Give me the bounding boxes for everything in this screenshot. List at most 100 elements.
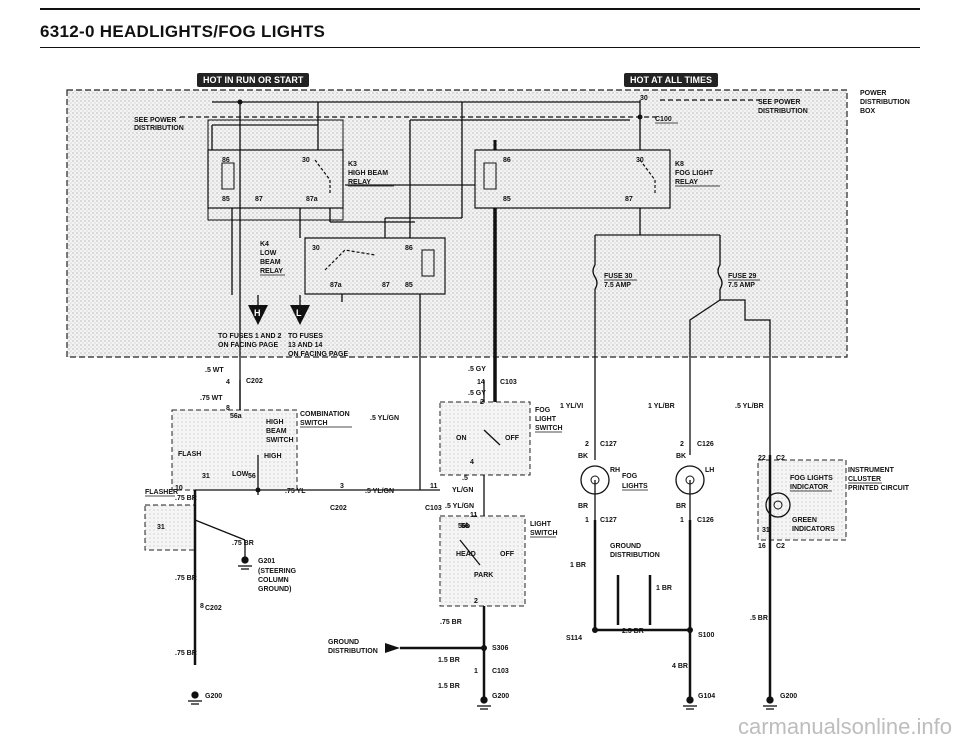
k8-pin-30: 30 bbox=[636, 157, 644, 164]
green: GREEN bbox=[792, 517, 817, 524]
see-power-right-1: SEE POWER bbox=[758, 99, 800, 106]
wire-1br-b: 1 BR bbox=[656, 585, 672, 592]
combo-2: SWITCH bbox=[300, 420, 328, 427]
hbs-2: BEAM bbox=[266, 428, 287, 435]
c103-a: C103 bbox=[500, 379, 517, 386]
pin-16: 16 bbox=[758, 543, 766, 550]
fog-light-lh bbox=[675, 465, 705, 495]
wire-4br: 4 BR bbox=[672, 663, 688, 670]
to-fuses-l-1: TO FUSES bbox=[288, 333, 323, 340]
k3-pin-30: 30 bbox=[302, 157, 310, 164]
g201-1: G201 bbox=[258, 558, 275, 565]
wire-25br: 2.5 BR bbox=[622, 628, 644, 635]
pin-1a: 1 bbox=[474, 668, 478, 675]
flash: FLASH bbox=[178, 451, 201, 458]
fuse30-label-1: FUSE 30 bbox=[604, 273, 633, 280]
c103-b: C103 bbox=[425, 505, 442, 512]
see-power-left-1: SEE POWER bbox=[134, 117, 176, 124]
c202-a: C202 bbox=[246, 378, 263, 385]
c202-c: C202 bbox=[205, 605, 222, 612]
pin-11b: 11 bbox=[470, 512, 478, 519]
ground-distribution-arrow bbox=[385, 643, 400, 653]
k3-high-beam-relay bbox=[207, 119, 344, 221]
l-letter: L bbox=[296, 308, 302, 318]
fogsw-1: FOG bbox=[535, 407, 551, 414]
title-rule bbox=[40, 47, 920, 48]
s114: S114 bbox=[566, 635, 582, 642]
watermark: carmanualsonline.info bbox=[737, 714, 952, 739]
k4-pin-85: 85 bbox=[405, 282, 413, 289]
wire-5gy-a: .5 GY bbox=[468, 366, 486, 373]
k8-fog-light-relay bbox=[474, 149, 671, 209]
ic-1: INSTRUMENT bbox=[848, 467, 895, 474]
pin-3: 3 bbox=[340, 483, 344, 490]
k8-label-1: K8 bbox=[675, 161, 684, 168]
k8-pin-86: 86 bbox=[503, 157, 511, 164]
pin-2b: 2 bbox=[474, 598, 478, 605]
label-underlines bbox=[145, 122, 882, 538]
fog-lights-2: LIGHTS bbox=[622, 483, 648, 490]
c126-b: C126 bbox=[697, 517, 714, 524]
pin-31b: 31 bbox=[157, 524, 165, 531]
bk-r: BK bbox=[676, 453, 686, 460]
pin-31c: 31 bbox=[762, 527, 770, 534]
k4-label-2: LOW bbox=[260, 250, 277, 257]
c2-a: C2 bbox=[776, 455, 785, 462]
k8-label-3: RELAY bbox=[675, 179, 698, 186]
pdb-label-1: POWER bbox=[860, 90, 886, 97]
k8-label-2: FOG LIGHT bbox=[675, 170, 714, 177]
pin-2d: 2 bbox=[680, 441, 684, 448]
to-fuses-h-1: TO FUSES 1 AND 2 bbox=[218, 333, 282, 340]
g200-b: G200 bbox=[492, 693, 509, 700]
pin-56-light: 56 bbox=[461, 523, 469, 530]
c2-b: C2 bbox=[776, 543, 785, 550]
fuse29-label-2: 7.5 AMP bbox=[728, 282, 755, 289]
park: PARK bbox=[474, 572, 493, 579]
fli-1: FOG LIGHTS bbox=[790, 475, 833, 482]
fog-light-rh bbox=[580, 465, 610, 495]
rh: RH bbox=[610, 467, 620, 474]
wire-5ylbr: .5 YL/BR bbox=[735, 403, 764, 410]
wire-5ylgn-c: .5 bbox=[462, 475, 468, 482]
wire-75br-e: .75 BR bbox=[440, 619, 462, 626]
g200-c: G200 bbox=[780, 693, 797, 700]
g201-4: GROUND) bbox=[258, 586, 291, 593]
see-power-right-2: DISTRIBUTION bbox=[758, 108, 808, 115]
wire-1ylbr: 1 YL/BR bbox=[648, 403, 675, 410]
bk-l: BK bbox=[578, 453, 588, 460]
c126-a: C126 bbox=[697, 441, 714, 448]
flasher-box bbox=[144, 504, 196, 551]
fogsw-2: LIGHT bbox=[535, 416, 557, 423]
wire-5gy-b: .5 GY bbox=[468, 390, 486, 397]
pin-1b: 1 bbox=[585, 517, 589, 524]
k4-label-4: RELAY bbox=[260, 268, 283, 275]
top-rule bbox=[40, 8, 920, 10]
pdb-label-2: DISTRIBUTION bbox=[860, 99, 910, 106]
k3-pin-86: 86 bbox=[222, 157, 230, 164]
wire-5ylgn-e: .5 YL/GN bbox=[445, 503, 474, 510]
fog-light-switch-box bbox=[439, 401, 531, 476]
fli-2: INDICATOR bbox=[790, 484, 828, 491]
fuse30-label-2: 7.5 AMP bbox=[604, 282, 631, 289]
k8-pin-87: 87 bbox=[625, 196, 633, 203]
flasher: FLASHER bbox=[145, 489, 178, 496]
power-distribution-box bbox=[66, 89, 848, 358]
combo-1: COMBINATION bbox=[300, 411, 350, 418]
k3-label-3: RELAY bbox=[348, 179, 371, 186]
k4-pin-86: 86 bbox=[405, 245, 413, 252]
on: ON bbox=[456, 435, 467, 442]
g201-2: (STEERING bbox=[258, 568, 297, 575]
gd-2: DISTRIBUTION bbox=[328, 648, 378, 655]
k4-label-3: BEAM bbox=[260, 259, 281, 266]
pin-4b: 4 bbox=[470, 459, 474, 466]
k3-pin-85: 85 bbox=[222, 196, 230, 203]
k4-low-beam-relay bbox=[304, 237, 446, 295]
gd-1: GROUND bbox=[328, 639, 359, 646]
pin-10: 10 bbox=[175, 485, 183, 492]
k8-pin-85: 85 bbox=[503, 196, 511, 203]
br-l: BR bbox=[578, 503, 588, 510]
wire-15br-b: 1.5 BR bbox=[438, 683, 460, 690]
to-fuses-l-2: 13 AND 14 bbox=[288, 342, 322, 349]
pin-56: 56 bbox=[248, 473, 256, 480]
wire-5ylgn: .5 YL/GN bbox=[370, 415, 399, 422]
